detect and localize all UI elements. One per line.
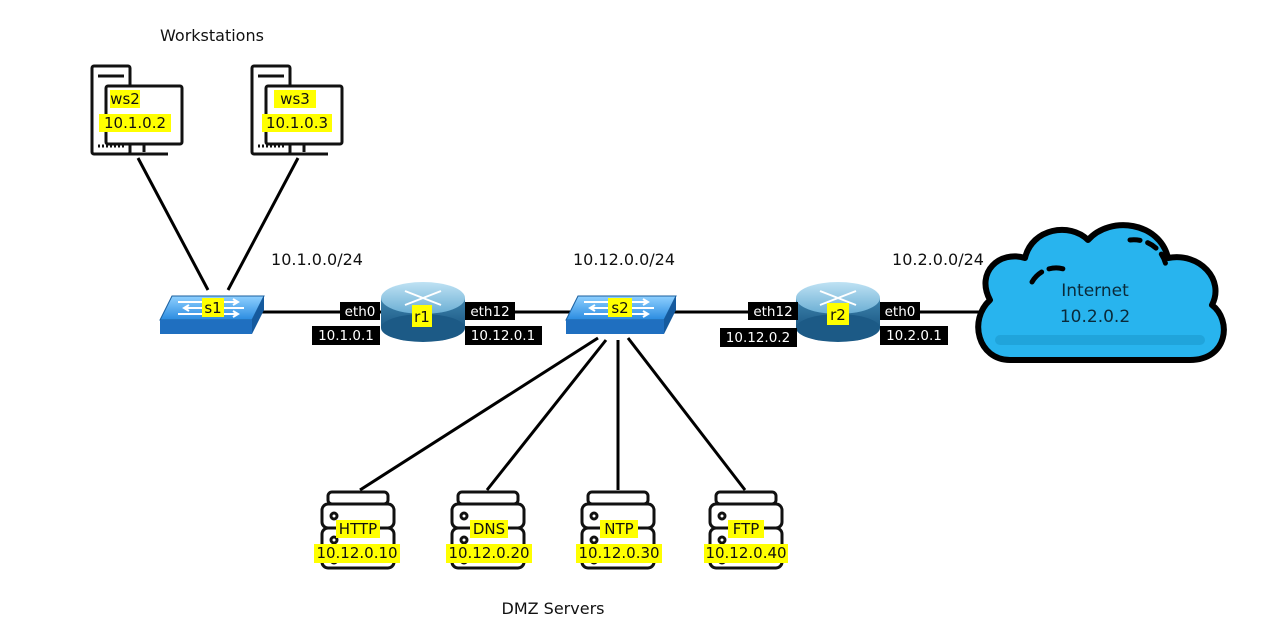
internet-name: Internet [1061,281,1129,301]
subnet-lan-label: 10.1.0.0/24 [271,250,363,269]
switch-s2[interactable]: s2 [565,295,677,334]
dmz-servers-label: DMZ Servers [502,599,605,618]
r1-eth0-ip-bg [312,326,380,345]
r1-eth12-ip-bg [465,326,542,345]
cloud-highlight [1127,237,1169,269]
r2-eth0-label: eth0 [885,304,916,320]
internet-cloud[interactable]: Internet 10.2.0.2 [975,222,1227,363]
cloud-highlight [1029,265,1073,285]
dns-ip-highlight [446,544,532,563]
r2-eth12-label: eth12 [753,304,792,320]
ftp-ip: 10.12.0.40 [705,544,786,562]
ftp-ip-highlight [704,544,788,563]
r2-eth0-ip: 10.2.0.1 [886,328,942,344]
internet-ip: 10.2.0.2 [1060,307,1130,327]
http-ip-highlight [314,544,400,563]
server-ftp[interactable]: FTP 10.12.0.40 [704,490,788,570]
link-s2-dns [485,339,608,491]
computer-icon [90,64,184,156]
r1-eth12-bg [465,302,515,320]
ws3-name: ws3 [280,90,310,108]
router-r2[interactable]: r2 eth12 10.12.0.2 eth0 10.2.0.1 [720,282,948,347]
ws2-ip-highlight [99,114,171,132]
r2-eth12-bg [748,302,798,320]
r2-name: r2 [830,306,846,324]
server-http[interactable]: HTTP 10.12.0.10 [314,490,400,570]
link-s2-http [359,336,599,492]
ntp-name: NTP [604,520,633,538]
r2-eth12-ip: 10.12.0.2 [726,330,790,346]
dns-ip: 10.12.0.20 [448,544,529,562]
r2-eth0-bg [880,302,920,320]
ntp-ip-highlight [576,544,662,563]
r1-eth0-bg [340,302,380,320]
s1-name: s1 [204,299,221,317]
r1-name: r1 [414,308,430,326]
r1-eth0-label: eth0 [345,304,376,320]
http-ip: 10.12.0.10 [316,544,397,562]
s2-name-highlight [608,298,632,317]
dns-name-highlight [470,520,508,538]
switch-s1[interactable]: s1 [159,295,265,334]
subnet-dmz-label: 10.12.0.0/24 [573,250,675,269]
link-ws2-s1 [136,157,210,291]
r1-eth0-ip: 10.1.0.1 [318,328,374,344]
ws3-name-highlight [274,90,316,108]
ws3-ip: 10.1.0.3 [266,114,328,132]
server-ntp[interactable]: NTP 10.12.0.30 [576,490,662,570]
workstation-ws2[interactable]: ws2 10.1.0.2 [90,64,184,156]
ntp-name-highlight [600,520,638,538]
ws2-name: ws2 [110,90,140,108]
r2-eth0-ip-bg [880,326,948,345]
s1-name-highlight [202,298,224,317]
r2-eth12-ip-bg [720,328,797,347]
http-name-highlight [336,520,380,538]
workstations-label: Workstations [160,26,264,45]
http-name: HTTP [339,520,377,538]
router-icon [381,282,465,342]
subnet-wan-label: 10.2.0.0/24 [892,250,984,269]
ws3-ip-highlight [262,114,332,132]
workstation-ws3[interactable]: ws3 10.1.0.3 [250,64,344,156]
ftp-name-highlight [728,520,764,538]
r1-eth12-label: eth12 [470,304,509,320]
ws2-ip: 10.1.0.2 [104,114,166,132]
link-ws3-s1 [226,157,300,291]
r2-name-highlight [827,303,849,325]
r1-eth12-ip: 10.12.0.1 [471,328,535,344]
r1-name-highlight [412,305,432,327]
s2-name: s2 [611,299,628,317]
dns-name: DNS [473,520,505,538]
ntp-ip: 10.12.0.30 [578,544,659,562]
link-s2-ftp [626,337,747,491]
ftp-name: FTP [733,520,760,538]
router-r1[interactable]: r1 eth0 10.1.0.1 eth12 10.12.0.1 [312,282,542,345]
ws2-name-highlight [110,90,140,108]
server-dns[interactable]: DNS 10.12.0.20 [446,490,532,570]
computer-icon [250,64,344,156]
